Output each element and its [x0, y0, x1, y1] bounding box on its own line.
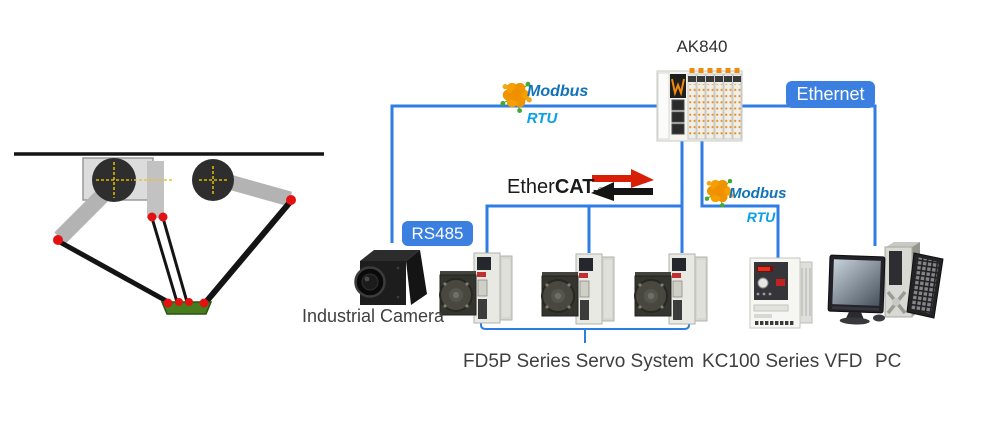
ethercat-arrows-icon: [591, 169, 654, 201]
plc-io-modules: [687, 68, 742, 140]
modbus-logo-text: Modbus: [527, 83, 589, 100]
link-modbus-vfd: [700, 140, 780, 258]
vfd-icon: [749, 257, 813, 329]
monitor: [827, 254, 886, 325]
link-rods: [56, 199, 294, 306]
servo-unit-icon: [439, 252, 513, 324]
axis-crosshairs: [96, 162, 227, 198]
modbus-logo-text: Modbus: [729, 185, 787, 202]
ethercat-logo-bold: CAT.: [554, 176, 598, 198]
link-ethernet-pc: [740, 104, 877, 246]
joint-markers: [53, 195, 296, 308]
ethercat-registered-mark: ®: [597, 186, 604, 195]
link-ethercat-bus: [485, 204, 682, 253]
slider-bar: [147, 161, 164, 218]
industrial-camera-label: Industrial Camera: [302, 306, 445, 326]
network-links: [390, 104, 877, 258]
servo-system-label: FD5P Series Servo System: [463, 351, 694, 372]
ethernet-badge: Ethernet: [786, 81, 875, 108]
pc-icon: [827, 242, 944, 325]
servo-group-bracket: [480, 316, 690, 343]
rtu-label: RTU: [746, 209, 776, 225]
vfd-label: KC100 Series VFD: [702, 351, 863, 372]
pc-label: PC: [875, 351, 902, 372]
right-motor-pulley: [192, 159, 234, 201]
link-modbus-camera: [390, 104, 658, 243]
ethercat-logo-light: Ether: [507, 176, 555, 198]
rtu-label: RTU: [526, 110, 558, 127]
camera-icon: [354, 250, 427, 305]
ak840-label: AK840: [676, 37, 728, 56]
delta-robot-illustration: [14, 152, 324, 315]
servo-unit-icon: [541, 253, 615, 325]
end-effector-platform: [160, 301, 213, 315]
ethercat-logo: EtherCAT.®: [507, 176, 604, 199]
plc-icon: [656, 68, 743, 142]
servo-unit-icon: [634, 253, 708, 325]
mouse: [873, 314, 885, 322]
rs485-badge: RS485: [402, 221, 473, 246]
